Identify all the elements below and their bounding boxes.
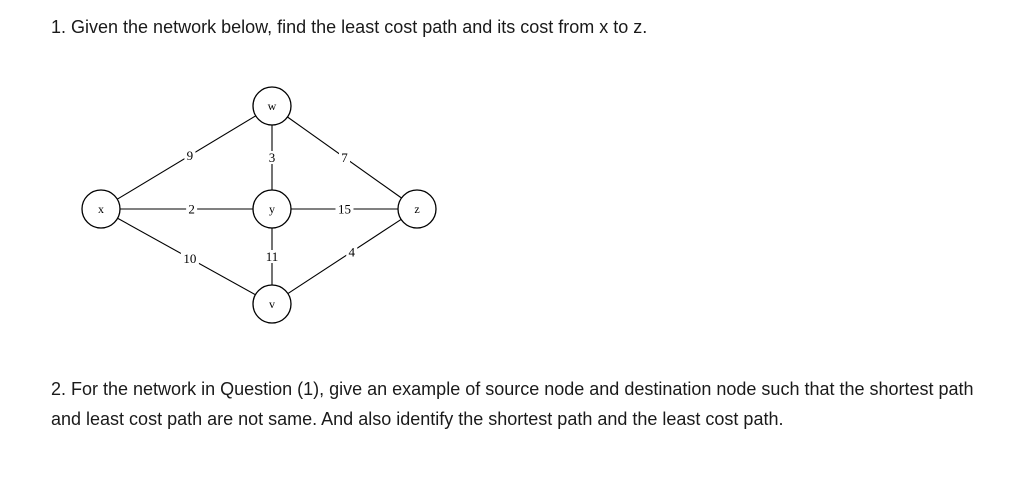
svg-text:9: 9 (187, 148, 194, 163)
edge-weight-w-y: 3 (266, 150, 278, 165)
node-z: z (397, 189, 437, 229)
svg-text:x: x (98, 202, 104, 216)
edge-weight-x-y: 2 (186, 202, 198, 217)
edge-weight-x-v: 10 (180, 251, 199, 266)
edge-weight-w-z: 7 (339, 150, 350, 165)
svg-text:z: z (414, 202, 419, 216)
question-2-text: 2. For the network in Question (1), give… (51, 379, 974, 429)
svg-text:v: v (269, 297, 275, 311)
svg-text:4: 4 (349, 244, 356, 259)
svg-text:y: y (269, 202, 275, 216)
nodes-layer: x w y v z (81, 86, 437, 324)
svg-text:2: 2 (188, 202, 195, 217)
svg-text:7: 7 (341, 150, 348, 165)
svg-text:11: 11 (266, 249, 279, 264)
svg-text:w: w (268, 99, 277, 113)
weights-layer: 9 2 10 3 7 15 11 4 (180, 148, 358, 266)
svg-text:10: 10 (183, 251, 196, 266)
edge-weight-y-z: 15 (335, 202, 354, 217)
node-x: x (81, 189, 121, 229)
node-w: w (252, 86, 292, 126)
svg-text:15: 15 (338, 202, 351, 217)
edge-v-z (287, 218, 402, 295)
node-y: y (252, 189, 292, 229)
svg-text:3: 3 (269, 150, 276, 165)
edge-weight-x-w: 9 (184, 148, 196, 163)
question-1-text: 1. Given the network below, find the lea… (51, 17, 648, 37)
edge-weight-y-v: 11 (263, 249, 281, 264)
node-v: v (252, 284, 292, 324)
edge-weight-v-z: 4 (346, 244, 358, 259)
